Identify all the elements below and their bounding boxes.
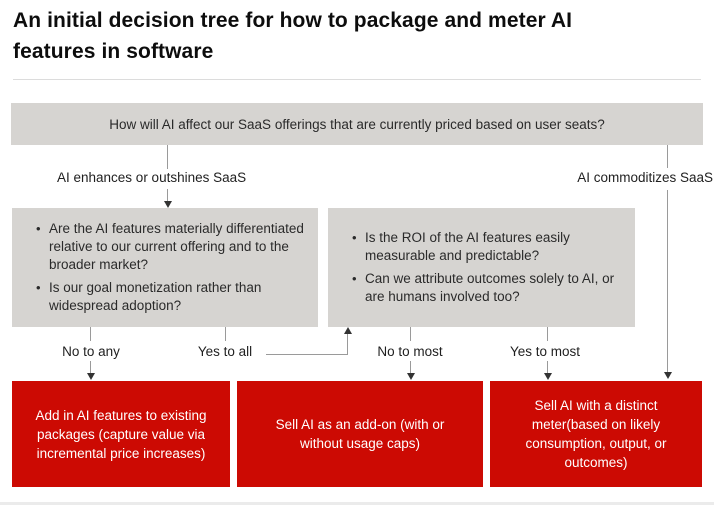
answer-label-no-to-any: No to any: [62, 344, 120, 359]
question-bullet: Are the AI features materially different…: [36, 220, 306, 274]
title-divider: [13, 79, 701, 80]
branch-label-left: AI enhances or outshines SaaS: [57, 170, 247, 185]
question-bullet: Can we attribute outcomes solely to AI, …: [352, 270, 623, 306]
arrowhead-down-icon: [407, 373, 415, 380]
outcome-box-add-ai-features: Add in AI features to existing packages …: [12, 381, 230, 487]
connector-no-any-to-outcome: [90, 361, 91, 373]
answer-label-yes-to-most: Yes to most: [509, 344, 581, 359]
question-bullet: Is the ROI of the AI features easily mea…: [352, 229, 623, 265]
arrowhead-down-icon: [664, 372, 672, 379]
connector-root-to-right-label: [667, 145, 668, 168]
question-box-left-list: Are the AI features materially different…: [12, 216, 318, 320]
outcome-text: Add in AI features to existing packages …: [35, 407, 207, 461]
connector-right-label-to-outcome: [667, 190, 668, 372]
connector-yes-all-vertical: [347, 334, 348, 355]
connector-leftbox-to-no-any: [90, 327, 91, 341]
outcome-box-distinct-meter: Sell AI with a distinct meter(based on l…: [490, 381, 702, 487]
question-box-right-list: Is the ROI of the AI features easily mea…: [328, 225, 635, 311]
answer-label-yes-to-all: Yes to all: [197, 344, 253, 359]
connector-yes-most-to-outcome: [547, 361, 548, 373]
figure-title: An initial decision tree for how to pack…: [13, 9, 573, 63]
arrowhead-up-icon: [344, 327, 352, 334]
answer-label-no-to-most: No to most: [377, 344, 443, 359]
root-question-text: How will AI affect our SaaS offerings th…: [109, 116, 605, 132]
question-bullet: Is our goal monetization rather than wid…: [36, 279, 306, 315]
connector-rightbox-to-no-most: [410, 327, 411, 341]
outcome-box-sell-addon: Sell AI as an add-on (with or without us…: [237, 381, 483, 487]
connector-no-most-to-outcome: [410, 361, 411, 373]
outcome-text: Sell AI as an add-on (with or without us…: [275, 417, 445, 451]
question-box-left: Are the AI features materially different…: [12, 208, 318, 327]
question-box-right: Is the ROI of the AI features easily mea…: [328, 208, 635, 327]
outcome-text: Sell AI with a distinct meter(based on l…: [525, 398, 667, 470]
page-bottom-edge: [0, 502, 714, 505]
connector-leftbox-to-yes-all: [225, 327, 226, 341]
arrowhead-down-icon: [164, 201, 172, 208]
arrowhead-down-icon: [87, 373, 95, 380]
connector-rightbox-to-yes-most: [547, 327, 548, 341]
arrowhead-down-icon: [544, 373, 552, 380]
connector-root-to-left-label: [167, 145, 168, 169]
branch-label-right: AI commoditizes SaaS: [577, 170, 713, 185]
root-question-box: How will AI affect our SaaS offerings th…: [11, 103, 703, 145]
connector-left-label-to-box: [167, 189, 168, 201]
connector-yes-all-horizontal: [266, 354, 348, 355]
